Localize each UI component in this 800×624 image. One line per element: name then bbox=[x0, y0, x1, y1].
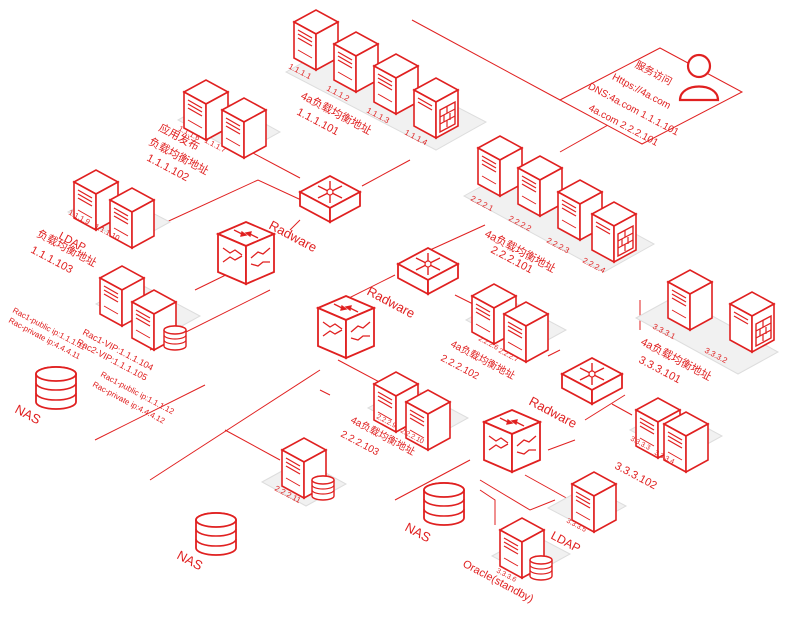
radware-1: Radware bbox=[267, 175, 361, 255]
nas-1-db-icon bbox=[35, 366, 77, 410]
load-balancer-icon bbox=[299, 175, 361, 223]
radware-3: Radware bbox=[527, 357, 623, 431]
server-group-1: 1.1.1.1 1.1.1.2 1.1.1.3 1.1.1.4 4a负载均衡地址… bbox=[284, 9, 488, 151]
db-2-2-2-11: 2.2.2.11 bbox=[260, 437, 348, 507]
server-group-ldap: 1.1.1.9 1.1.1.10 LDAP 负载均衡地址 1.1.1.103 bbox=[29, 169, 172, 276]
server-2-icon bbox=[333, 31, 379, 93]
server-group-3b: 3.3.3.3 3.3.3.4 3.3.3.102 bbox=[613, 397, 724, 492]
server-1-icon bbox=[293, 9, 339, 71]
nas-3-db-icon bbox=[423, 482, 465, 526]
server-group-3: 3.3.3.1 3.3.3.2 4a负载均衡地址 3.3.3.101 bbox=[634, 269, 780, 386]
core-switch-2-icon bbox=[317, 295, 375, 359]
server-3-icon bbox=[373, 53, 419, 115]
server-group-app: 1.1.1.6 1.1.1.7 应用发布 负载均衡地址 1.1.1.102 bbox=[145, 79, 282, 184]
load-balancer-icon bbox=[561, 357, 623, 405]
core-switch-3-icon bbox=[483, 409, 541, 473]
server-group-2: 2.2.2.1 2.2.2.2 2.2.2.3 2.2.2.4 4a负载均衡地址… bbox=[462, 135, 656, 276]
group3b-vip: 3.3.3.102 bbox=[613, 460, 659, 492]
load-balancer-icon bbox=[397, 247, 459, 295]
ldap-3: 3.3.3.5 LDAP bbox=[546, 471, 628, 555]
nas-3: NAS bbox=[403, 482, 465, 545]
core-switch-1-icon bbox=[217, 221, 275, 285]
nas-2: NAS bbox=[175, 512, 237, 573]
firewall-icon bbox=[413, 77, 459, 139]
radware-2: Radware bbox=[365, 247, 459, 321]
nas-2-db-icon bbox=[195, 512, 237, 556]
server-group-2c: 2.2.2.9 2.2.2.10 4a负载均衡地址 2.2.2.103 bbox=[339, 371, 470, 458]
nas-1: NAS bbox=[13, 366, 77, 427]
connection-lines bbox=[94, 19, 641, 525]
server-group-2b: 2.2.2.6 2.2.2.7 4a负载均衡地址 2.2.2.102 bbox=[439, 283, 568, 382]
user-icon bbox=[678, 53, 720, 102]
